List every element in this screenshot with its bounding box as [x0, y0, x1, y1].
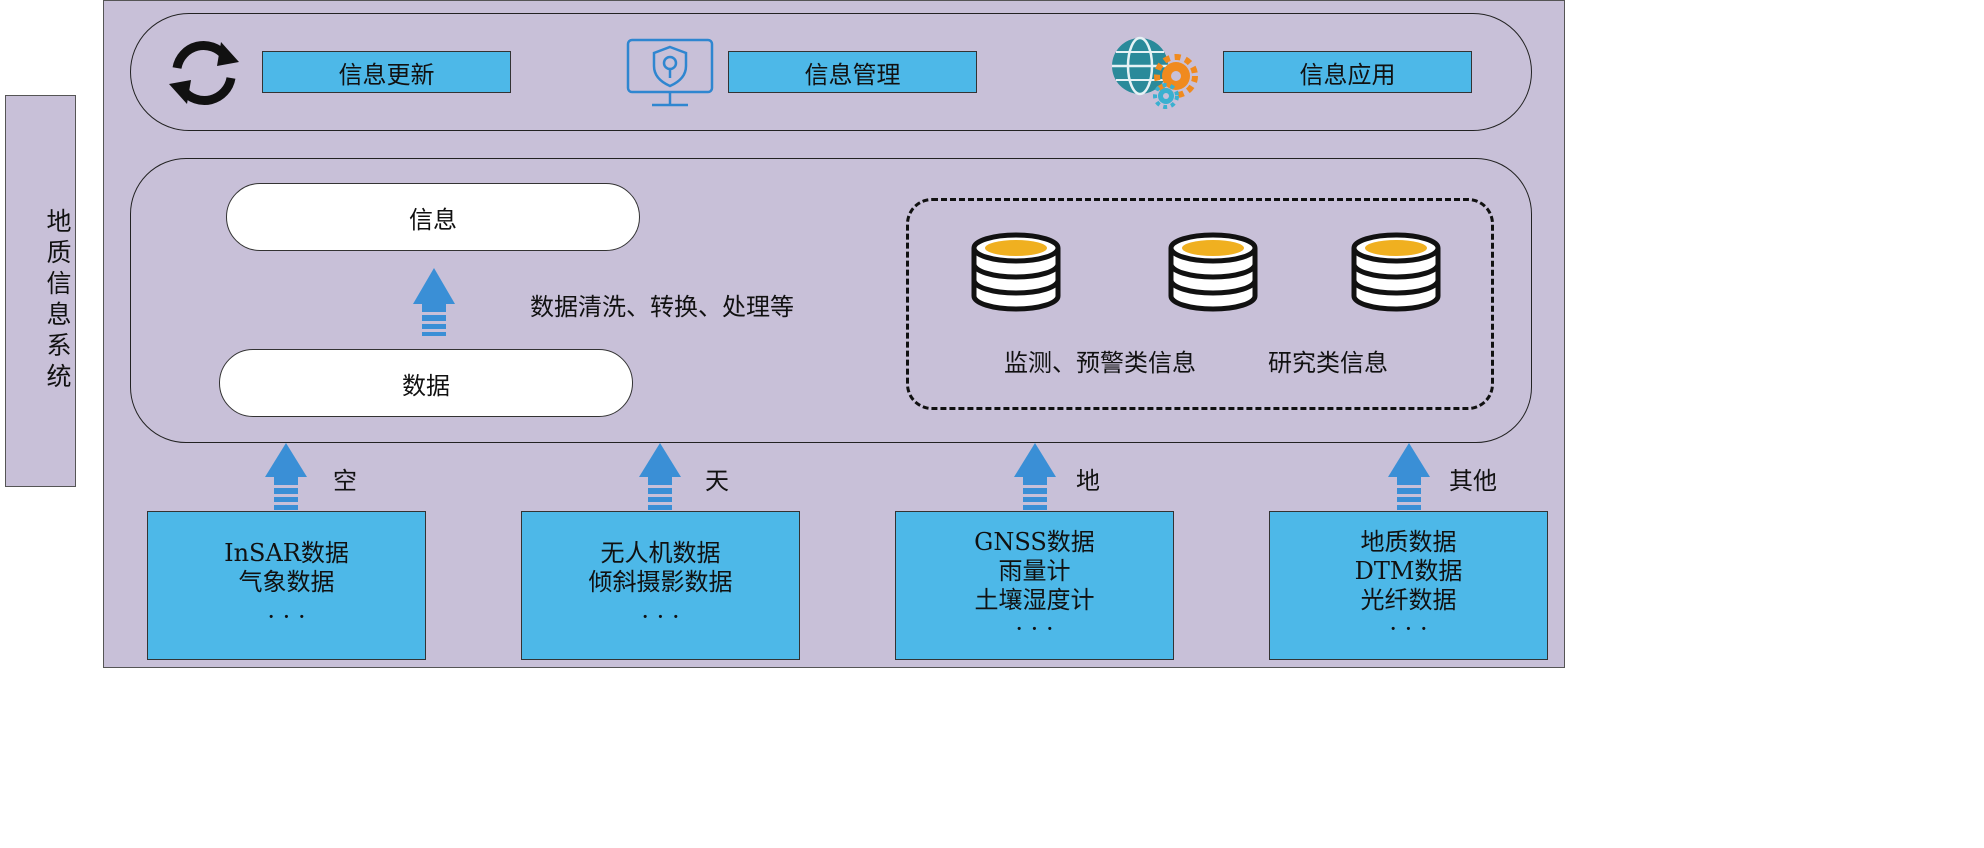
system-label: 地质信息系统	[5, 95, 76, 487]
research-info-label: 研究类信息	[1268, 349, 1388, 377]
source-line: · · ·	[267, 603, 306, 631]
database-icon	[1351, 232, 1441, 312]
info-manage-box: 信息管理	[728, 51, 977, 93]
source-tag-sky: 空	[333, 467, 357, 495]
info-pill-label: 信息	[409, 205, 457, 234]
source-line: InSAR数据	[224, 539, 349, 567]
source-line: DTM数据	[1354, 556, 1463, 585]
source-line: 雨量计	[998, 556, 1071, 585]
source-line: 光纤数据	[1360, 585, 1457, 614]
source-line: · · ·	[1015, 614, 1054, 643]
top-band	[130, 13, 1532, 131]
up-arrow-icon	[1388, 443, 1430, 510]
data-pill-label: 数据	[402, 371, 450, 400]
source-box-sky: InSAR数据 气象数据 · · ·	[147, 511, 426, 660]
source-line: 土壤湿度计	[974, 585, 1095, 614]
source-line: · · ·	[641, 603, 680, 631]
source-line: · · ·	[1389, 614, 1428, 643]
process-label: 数据清洗、转换、处理等	[530, 293, 794, 321]
source-line: 地质数据	[1360, 527, 1457, 556]
source-line: 倾斜摄影数据	[588, 568, 733, 596]
source-line: 气象数据	[238, 568, 335, 596]
source-tag-other: 其他	[1449, 467, 1497, 495]
info-pill: 信息	[226, 183, 640, 251]
refresh-icon	[169, 41, 239, 105]
source-line: 无人机数据	[600, 539, 721, 567]
data-pill: 数据	[219, 349, 633, 417]
source-box-heaven: 无人机数据 倾斜摄影数据 · · ·	[521, 511, 800, 660]
shield-monitor-icon	[626, 38, 714, 107]
up-arrow-icon	[265, 443, 307, 510]
system-label-text: 地质信息系统	[43, 208, 72, 394]
info-apply-label: 信息应用	[1299, 60, 1396, 89]
database-icon	[1168, 232, 1258, 312]
source-tag-ground: 地	[1076, 467, 1100, 495]
up-arrow-icon	[1014, 443, 1056, 510]
up-arrow-icon	[413, 268, 455, 336]
source-line: GNSS数据	[974, 527, 1095, 556]
info-apply-box: 信息应用	[1223, 51, 1472, 93]
source-box-ground: GNSS数据 雨量计 土壤湿度计 · · ·	[895, 511, 1174, 660]
source-box-other: 地质数据 DTM数据 光纤数据 · · ·	[1269, 511, 1548, 660]
globe-gears-icon	[1112, 36, 1198, 109]
database-icon	[971, 232, 1061, 312]
middle-band	[130, 158, 1532, 443]
monitoring-info-label: 监测、预警类信息	[1004, 349, 1196, 377]
info-update-box: 信息更新	[262, 51, 511, 93]
database-group	[906, 198, 1494, 410]
info-manage-label: 信息管理	[804, 60, 901, 89]
source-tag-heaven: 天	[705, 467, 729, 495]
info-update-label: 信息更新	[338, 60, 435, 89]
up-arrow-icon	[639, 443, 681, 510]
